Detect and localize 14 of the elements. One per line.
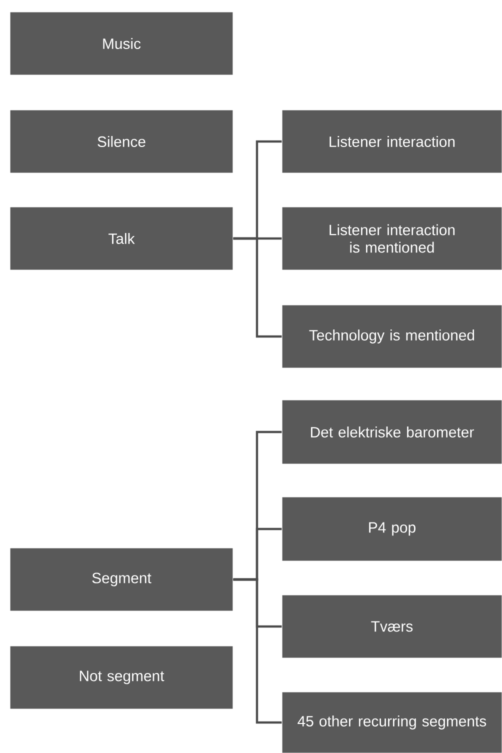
category-box: Listener interaction — [282, 110, 502, 174]
category-box: Not segment — [10, 646, 234, 710]
category-box: Silence — [10, 110, 234, 174]
bracket-connector — [233, 578, 282, 724]
category-box: Listener interaction is mentioned — [282, 206, 502, 270]
category-box: Technology is mentioned — [282, 304, 502, 368]
category-box: Music — [10, 12, 234, 76]
category-box: P4 pop — [282, 496, 502, 562]
category-box: Det elektriske barometer — [282, 400, 502, 464]
category-box: Talk — [10, 206, 234, 270]
category-box: 45 other recurring segments — [282, 692, 502, 753]
category-box: Tværs — [282, 594, 502, 658]
category-box: Segment — [10, 548, 234, 612]
bracket-connector — [233, 237, 282, 338]
